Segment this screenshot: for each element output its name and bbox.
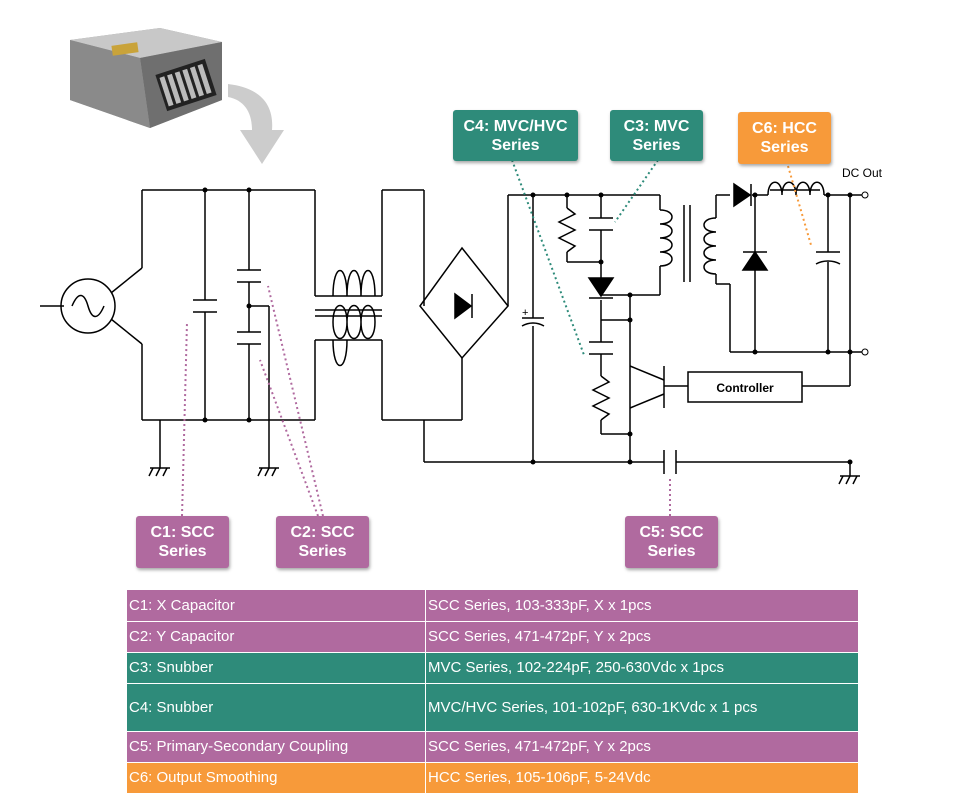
capacitor-spec-table: C1: X Capacitor SCC Series, 103-333pF, X… xyxy=(127,590,858,794)
table-row-c1: C1: X Capacitor SCC Series, 103-333pF, X… xyxy=(127,590,858,622)
label-c4: C4: MVC/HVC Series xyxy=(453,110,578,161)
label-c1: C1: SCC Series xyxy=(136,516,229,568)
label-c5: C5: SCC Series xyxy=(625,516,718,568)
table-row-c5: C5: Primary-Secondary Coupling SCC Serie… xyxy=(127,731,858,763)
label-c3-line2: Series xyxy=(632,136,681,154)
controller-label: Controller xyxy=(716,381,774,395)
table-cell-component: C2: Y Capacitor xyxy=(127,621,426,653)
dc-out-label: DC Out xyxy=(842,166,883,180)
svg-text:+: + xyxy=(522,307,528,319)
label-c2-line2: Series xyxy=(298,543,347,560)
circuit-diagram: + xyxy=(40,28,869,517)
table-cell-spec: SCC Series, 103-333pF, X x 1pcs xyxy=(425,590,858,622)
label-c6-line2: Series xyxy=(760,139,809,156)
label-c4-line1: C4: MVC/HVC xyxy=(463,117,568,135)
label-c4-line2: Series xyxy=(491,136,540,154)
label-c6: C6: HCC Series xyxy=(738,112,831,164)
table-cell-component: C6: Output Smoothing xyxy=(127,762,426,794)
power-supply-image xyxy=(70,28,222,128)
table-cell-spec: MVC/HVC Series, 101-102pF, 630-1KVdc x 1… xyxy=(425,683,858,732)
label-c1-line2: Series xyxy=(158,543,207,560)
table-cell-component: C4: Snubber xyxy=(127,683,426,732)
table-row-c3: C3: Snubber MVC Series, 102-224pF, 250-6… xyxy=(127,652,858,684)
label-c2: C2: SCC Series xyxy=(276,516,369,568)
label-c2-line1: C2: SCC xyxy=(290,524,355,541)
label-c3: C3: MVC Series xyxy=(610,110,703,161)
label-c6-line1: C6: HCC xyxy=(752,120,817,137)
label-c1-line1: C1: SCC xyxy=(150,524,215,541)
table-cell-component: C1: X Capacitor xyxy=(127,590,426,622)
table-row-c4: C4: Snubber MVC/HVC Series, 101-102pF, 6… xyxy=(127,683,858,732)
table-cell-component: C5: Primary-Secondary Coupling xyxy=(127,731,426,763)
table-row-c2: C2: Y Capacitor SCC Series, 471-472pF, Y… xyxy=(127,621,858,653)
curved-arrow-icon xyxy=(228,84,284,164)
label-c3-line1: C3: MVC xyxy=(623,117,690,135)
label-c5-line1: C5: SCC xyxy=(639,524,704,541)
table-cell-component: C3: Snubber xyxy=(127,652,426,684)
table-cell-spec: MVC Series, 102-224pF, 250-630Vdc x 1pcs xyxy=(425,652,858,684)
table-cell-spec: SCC Series, 471-472pF, Y x 2pcs xyxy=(425,731,858,763)
table-cell-spec: HCC Series, 105-106pF, 5-24Vdc xyxy=(425,762,858,794)
table-row-c6: C6: Output Smoothing HCC Series, 105-106… xyxy=(127,762,858,794)
table-cell-spec: SCC Series, 471-472pF, Y x 2pcs xyxy=(425,621,858,653)
label-c5-line2: Series xyxy=(647,543,696,560)
